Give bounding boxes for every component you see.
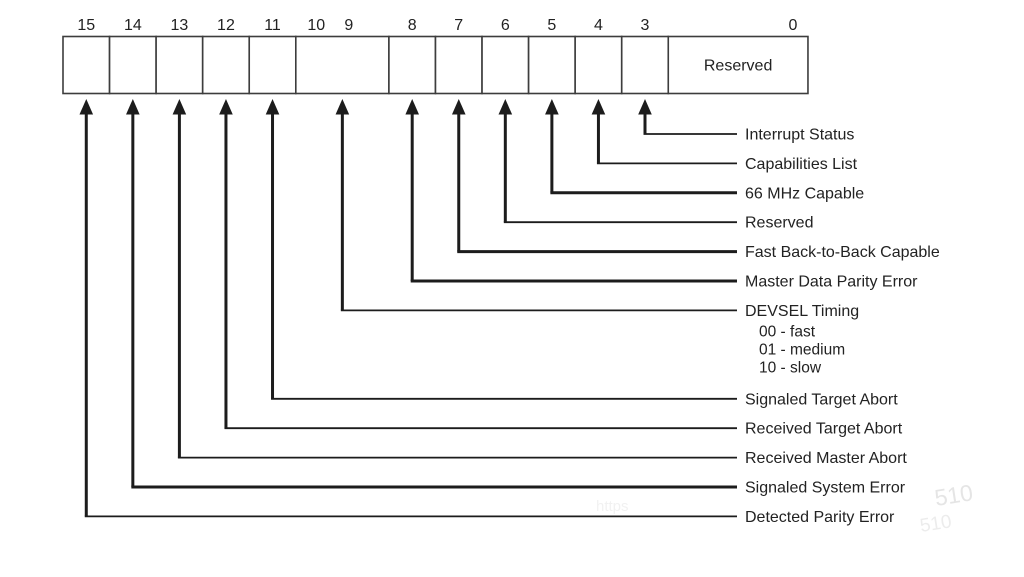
bit-number-label: 14: [124, 17, 142, 34]
bit-number-label: 5: [547, 17, 556, 34]
bit-number-label: 8: [408, 17, 417, 34]
callout-label: Fast Back-to-Back Capable: [745, 244, 940, 261]
arrow-up-icon: [126, 99, 140, 115]
bit-number-label: 3: [641, 17, 650, 34]
callout-label: Signaled Target Abort: [745, 391, 898, 408]
callout-label: Detected Parity Error: [745, 509, 895, 526]
arrow-up-icon: [219, 99, 233, 115]
bit-number-label: 13: [171, 17, 189, 34]
callout-label: Capabilities List: [745, 156, 858, 173]
watermark-text: 510: [918, 511, 953, 537]
register-cell: [155, 35, 204, 95]
callout-sublabel: 10 - slow: [759, 359, 822, 376]
register-cell: [527, 35, 576, 95]
callout-label: Received Master Abort: [745, 450, 907, 467]
register-cell: [667, 35, 809, 95]
callout-label: Received Target Abort: [745, 421, 903, 438]
callout-label: 66 MHz Capable: [745, 185, 864, 202]
bit-number-label: 7: [454, 17, 463, 34]
bit-number-label: 9: [344, 17, 353, 34]
watermark-text: https: [596, 498, 629, 515]
callout-label: DEVSEL Timing: [745, 303, 859, 320]
bit-number-label: 10: [307, 17, 325, 34]
callout-sublabel: 01 - medium: [759, 341, 845, 358]
arrow-up-icon: [405, 99, 419, 115]
register-cell: [620, 35, 670, 95]
reserved-cell-label: Reserved: [704, 58, 772, 75]
register-cell: [108, 35, 157, 95]
arrow-up-icon: [451, 99, 466, 115]
bit-number-label: 4: [594, 17, 603, 34]
register-cell: [201, 35, 251, 95]
callout-label: Signaled System Error: [745, 480, 906, 497]
callout-label: Master Data Parity Error: [745, 274, 918, 291]
register-cell: [62, 35, 111, 95]
arrow-up-icon: [265, 99, 280, 115]
register-cell: [388, 35, 437, 95]
callout-label: Interrupt Status: [745, 127, 854, 144]
arrow-up-icon: [545, 99, 559, 115]
bit-number-label: 6: [501, 17, 510, 34]
bit-number-label: 0: [789, 17, 798, 34]
arrow-up-icon: [591, 99, 606, 115]
register-cell: [434, 35, 483, 95]
arrow-up-icon: [335, 99, 350, 115]
register-cell: [294, 35, 390, 95]
callout-sublabel: 00 - fast: [759, 323, 816, 340]
callout-label: Reserved: [745, 215, 813, 232]
bit-number-label: 15: [77, 17, 95, 34]
register-cell: [574, 35, 623, 95]
bit-number-label: 11: [264, 17, 281, 34]
register-cell: [481, 35, 530, 95]
arrow-up-icon: [79, 99, 94, 115]
bit-number-label: 12: [217, 17, 235, 34]
watermark-text: 510: [933, 479, 975, 511]
arrow-up-icon: [638, 99, 652, 115]
arrow-up-icon: [172, 99, 187, 115]
arrow-up-icon: [498, 99, 513, 115]
register-cell: [248, 35, 297, 95]
